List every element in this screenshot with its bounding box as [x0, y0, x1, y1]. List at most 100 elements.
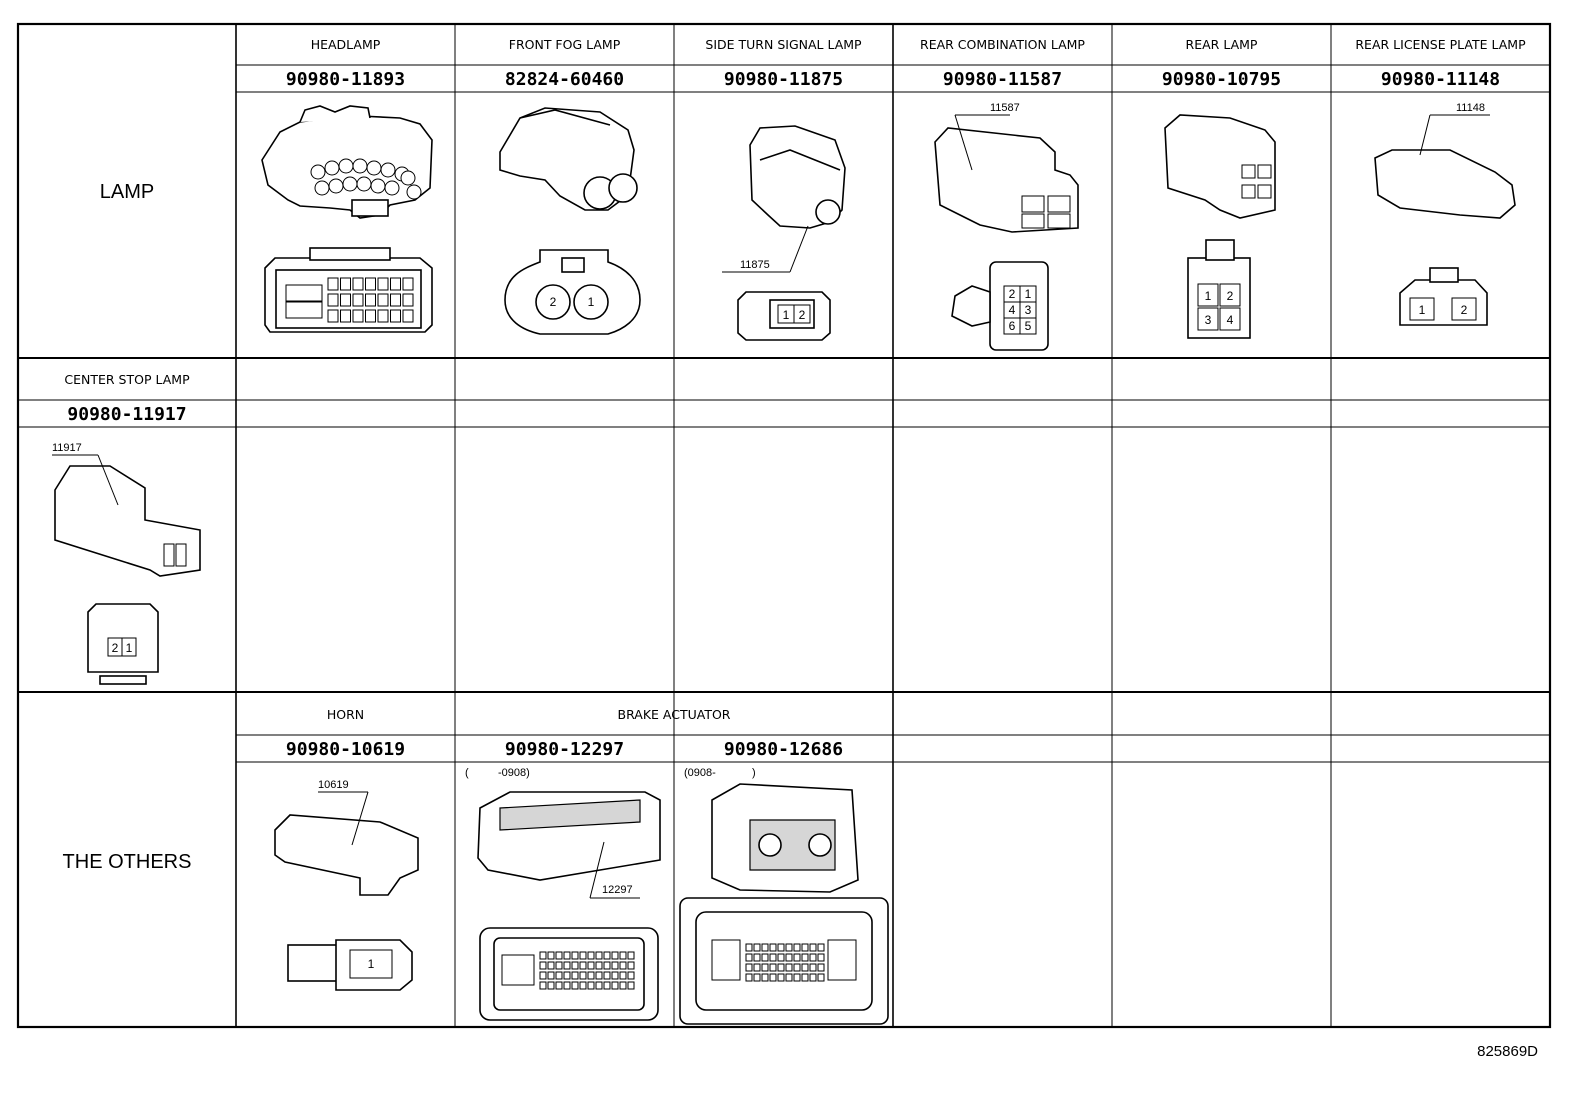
- headlamp-pin: [384, 180, 400, 196]
- headlamp-pin: [314, 180, 330, 196]
- headlamp-face-cavity: [365, 293, 376, 307]
- rear-lamp-cavity: [1219, 283, 1241, 307]
- rear-lamp-cavity-label: 1: [1205, 289, 1212, 303]
- side-turn-cavity-2: 2: [799, 308, 806, 322]
- brake-b-cavity: [801, 943, 809, 952]
- rear-lamp-cavity-label: 3: [1205, 313, 1212, 327]
- brake-a-cavity: [563, 961, 571, 970]
- brake-a-cavity: [587, 961, 595, 970]
- horn-terminal-face: 1: [287, 939, 413, 991]
- brake-actuator-b-terminal-face: [679, 897, 889, 1025]
- brake-a-cavity: [563, 981, 571, 990]
- callout-brake-a: 12297: [602, 884, 633, 896]
- headlamp-pin: [352, 158, 368, 174]
- headlamp-pin: [328, 178, 344, 194]
- brake-b-cavity: [801, 963, 809, 972]
- header-side-turn-signal-lamp: SIDE TURN SIGNAL LAMP: [705, 37, 862, 52]
- brake-b-cavity: [801, 973, 809, 982]
- brake-a-cavity: [627, 981, 635, 990]
- headlamp-connector-drawing: [261, 105, 433, 219]
- center-stop-cavity-1: 1: [126, 641, 133, 655]
- figure-id: 825869D: [1477, 1043, 1538, 1060]
- brake-a-cavity: [539, 981, 547, 990]
- brake-b-cavity: [769, 943, 777, 952]
- brake-b-cavity: [753, 943, 761, 952]
- headlamp-face-cavity: [340, 277, 351, 291]
- rear-lamp-cavity-label: 4: [1227, 313, 1234, 327]
- side-turn-connector-drawing: 11875: [722, 125, 846, 273]
- brake-a-cavity: [603, 951, 611, 960]
- headlamp-face-cavity: [365, 309, 376, 323]
- center-stop-cavity-2: 2: [112, 641, 119, 655]
- part-number-brake-actuator-b: 90980-12686: [724, 739, 843, 760]
- brake-a-cavity: [563, 951, 571, 960]
- center-stop-terminal-face: 2 1: [87, 603, 159, 685]
- headlamp-face-cavity: [352, 277, 364, 291]
- brake-b-cavity: [793, 953, 801, 962]
- rear-combination-cavity-label: 2: [1009, 287, 1016, 301]
- brake-a-cavity: [539, 961, 547, 970]
- headlamp-pin: [342, 176, 358, 192]
- rear-combination-cavity-label: 4: [1009, 303, 1016, 317]
- rear-lamp-cavity-label: 2: [1227, 289, 1234, 303]
- part-number-center-stop-lamp: 90980-11917: [67, 404, 186, 425]
- headlamp-pin: [380, 162, 396, 178]
- headlamp-face-cavity: [340, 293, 351, 307]
- brake-a-cavity: [555, 961, 563, 970]
- brake-a-cavity: [539, 951, 547, 960]
- headlamp-face-cavity: [352, 309, 364, 323]
- brake-b-cavity: [817, 953, 825, 962]
- brake-actuator-a-drawing: ( -0908) 12297: [465, 767, 661, 899]
- brake-a-cavity: [555, 951, 563, 960]
- brake-b-cavity: [753, 973, 761, 982]
- part-number-brake-actuator-a: 90980-12297: [505, 739, 624, 760]
- brake-b-cavity: [817, 963, 825, 972]
- brake-b-cavity: [777, 943, 785, 952]
- rear-license-connector-drawing: 11148: [1374, 102, 1516, 219]
- brake-b-cavity: [769, 973, 777, 982]
- brake-a-cavity: [603, 971, 611, 980]
- brake-b-cavity: [793, 963, 801, 972]
- headlamp-face-cavity: [377, 293, 389, 307]
- brake-b-date-close: ): [752, 767, 756, 779]
- brake-actuator-a-terminal-face: [479, 927, 659, 1021]
- center-stop-connector-drawing: 11917: [52, 442, 201, 577]
- headlamp-face-cavity: [327, 277, 339, 291]
- callout-rear-combination: 11587: [990, 102, 1020, 114]
- horn-connector-drawing: 10619: [274, 779, 419, 896]
- header-rear-lamp: REAR LAMP: [1186, 37, 1258, 52]
- brake-a-cavity: [627, 971, 635, 980]
- brake-a-cavity: [539, 971, 547, 980]
- brake-a-cavity: [603, 981, 611, 990]
- brake-a-cavity: [571, 971, 579, 980]
- brake-b-cavity: [777, 953, 785, 962]
- brake-a-cavity: [619, 961, 627, 970]
- headlamp-pin: [356, 176, 372, 192]
- brake-b-cavity: [809, 953, 817, 962]
- brake-b-cavity: [745, 943, 753, 952]
- part-number-side-turn-signal-lamp: 90980-11875: [724, 69, 843, 90]
- part-number-front-fog-lamp: 82824-60460: [505, 69, 624, 90]
- brake-b-cavity: [785, 963, 793, 972]
- brake-a-cavity: [595, 951, 603, 960]
- brake-a-cavity: [611, 971, 619, 980]
- brake-a-cavity: [579, 951, 587, 960]
- headlamp-face-cavity: [365, 277, 376, 291]
- side-turn-cavity-1: 1: [783, 308, 790, 322]
- horn-cavity-1: 1: [368, 957, 375, 971]
- part-number-rear-combination-lamp: 90980-11587: [943, 69, 1062, 90]
- brake-b-cavity: [761, 973, 769, 982]
- headlamp-face-cavity: [390, 309, 401, 323]
- part-number-headlamp: 90980-11893: [286, 69, 405, 90]
- headlamp-pin: [366, 160, 382, 176]
- brake-b-cavity: [753, 953, 761, 962]
- brake-b-cavity: [817, 973, 825, 982]
- brake-a-cavity: [595, 971, 603, 980]
- brake-a-cavity: [587, 951, 595, 960]
- headlamp-face-cavity: [327, 293, 339, 307]
- rear-combination-cavity-label: 6: [1009, 319, 1016, 333]
- brake-a-cavity: [571, 951, 579, 960]
- brake-a-cavity: [579, 961, 587, 970]
- brake-a-cavity: [579, 981, 587, 990]
- brake-b-date-note: (0908-: [684, 767, 716, 779]
